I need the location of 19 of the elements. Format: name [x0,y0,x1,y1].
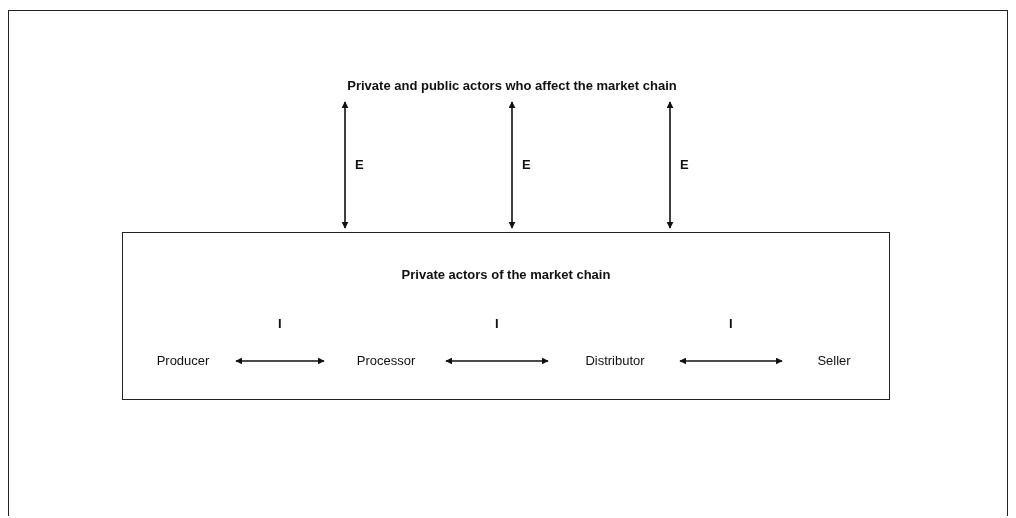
double-arrow [666,101,674,229]
box-heading: Private actors of the market chain [400,267,612,282]
actor-label: Processor [331,353,441,371]
double-arrow [679,357,783,365]
double-arrow [341,101,349,229]
actor-label: Distributor [555,353,675,371]
edge-label: I [728,316,734,331]
edge-label: E [521,157,532,172]
edge-label: E [679,157,690,172]
double-arrow [235,357,325,365]
actor-label: Producer [135,353,231,371]
actor-label: Seller [789,353,879,371]
edge-label: I [277,316,283,331]
double-arrow [445,357,549,365]
chain-box [122,232,890,400]
actors-heading: Private and public actors who affect the market chain [232,78,792,98]
edge-label: E [354,157,365,172]
edge-label: I [494,316,500,331]
double-arrow [508,101,516,229]
